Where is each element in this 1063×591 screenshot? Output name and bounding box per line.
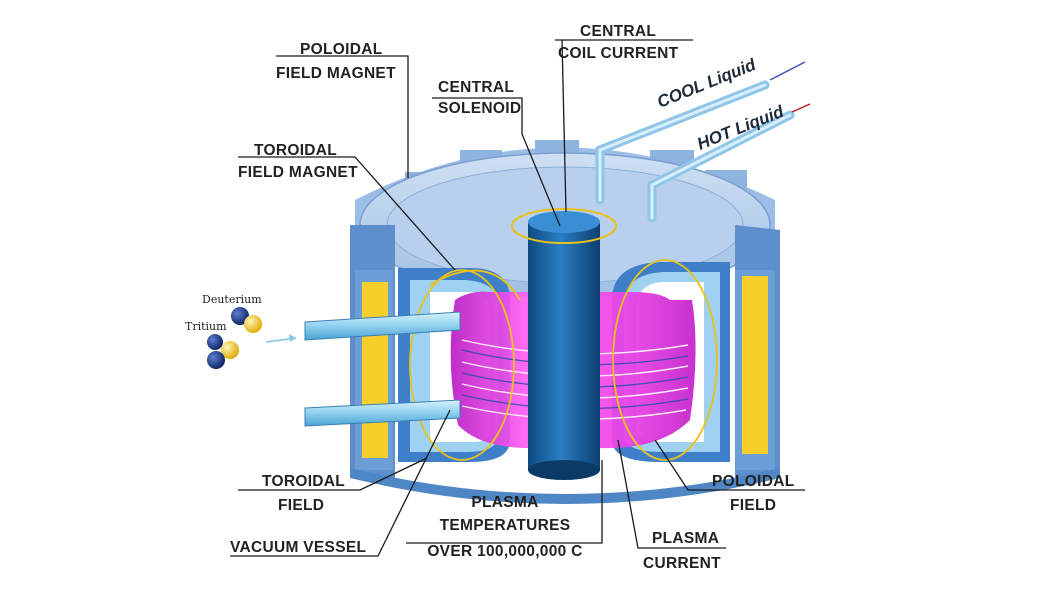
svg-text:FIELD: FIELD <box>730 497 776 514</box>
label-poloidal-field: POLOIDAL FIELD <box>712 473 794 514</box>
deuterium-atom-icon <box>231 307 262 333</box>
svg-text:CURRENT: CURRENT <box>643 555 721 572</box>
svg-text:CENTRAL: CENTRAL <box>580 23 656 40</box>
label-central-solenoid: CENTRAL SOLENOID <box>438 79 521 117</box>
svg-text:COIL CURRENT: COIL CURRENT <box>558 45 679 62</box>
poloidal-coil-left <box>362 282 388 458</box>
base-ring <box>350 468 780 504</box>
label-toroidal-field: TOROIDAL FIELD <box>262 473 345 514</box>
tokamak-body <box>304 61 811 504</box>
svg-text:CENTRAL: CENTRAL <box>438 79 514 96</box>
svg-text:TOROIDAL: TOROIDAL <box>254 142 337 159</box>
hot-outflow-arrow-icon <box>791 103 811 113</box>
poloidal-field-loops <box>409 259 718 461</box>
poloidal-coil-right <box>742 276 768 454</box>
svg-text:OVER 100,000,000 C: OVER 100,000,000 C <box>427 543 582 560</box>
cool-inflow-arrow-icon <box>769 61 806 81</box>
label-deuterium: Deuterium <box>202 293 262 306</box>
label-plasma-temperatures: PLASMA TEMPERATURES OVER 100,000,000 C <box>427 494 582 560</box>
svg-text:TEMPERATURES: TEMPERATURES <box>440 517 571 534</box>
svg-text:PLASMA: PLASMA <box>471 494 538 511</box>
fuel-injection-pipes <box>304 311 461 427</box>
svg-text:FIELD: FIELD <box>278 497 324 514</box>
tritium-atom-icon <box>207 334 239 369</box>
svg-text:FIELD MAGNET: FIELD MAGNET <box>276 65 396 82</box>
svg-text:TOROIDAL: TOROIDAL <box>262 473 345 490</box>
central-solenoid-bottom <box>528 460 600 480</box>
label-toroidal-field-magnet: TOROIDAL FIELD MAGNET <box>238 142 358 181</box>
svg-text:SOLENOID: SOLENOID <box>438 100 521 117</box>
label-tritium: Tritium <box>185 320 227 333</box>
cooling-pipes <box>595 61 811 223</box>
central-solenoid-top <box>528 211 600 233</box>
svg-text:POLOIDAL: POLOIDAL <box>300 41 382 58</box>
label-plasma-current: PLASMA CURRENT <box>643 530 721 572</box>
svg-text:VACUUM VESSEL: VACUUM VESSEL <box>230 539 366 556</box>
leader-lines <box>230 39 805 557</box>
label-poloidal-field-magnet: POLOIDAL FIELD MAGNET <box>276 41 396 82</box>
coil-current-ring <box>511 208 617 244</box>
central-solenoid <box>528 222 600 470</box>
svg-text:FIELD MAGNET: FIELD MAGNET <box>238 164 358 181</box>
label-vacuum-vessel: VACUUM VESSEL <box>230 539 366 556</box>
injection-arrow-icon <box>265 334 297 343</box>
label-central-coil-current: CENTRAL COIL CURRENT <box>558 23 679 62</box>
svg-text:POLOIDAL: POLOIDAL <box>712 473 794 490</box>
svg-text:PLASMA: PLASMA <box>652 530 719 547</box>
